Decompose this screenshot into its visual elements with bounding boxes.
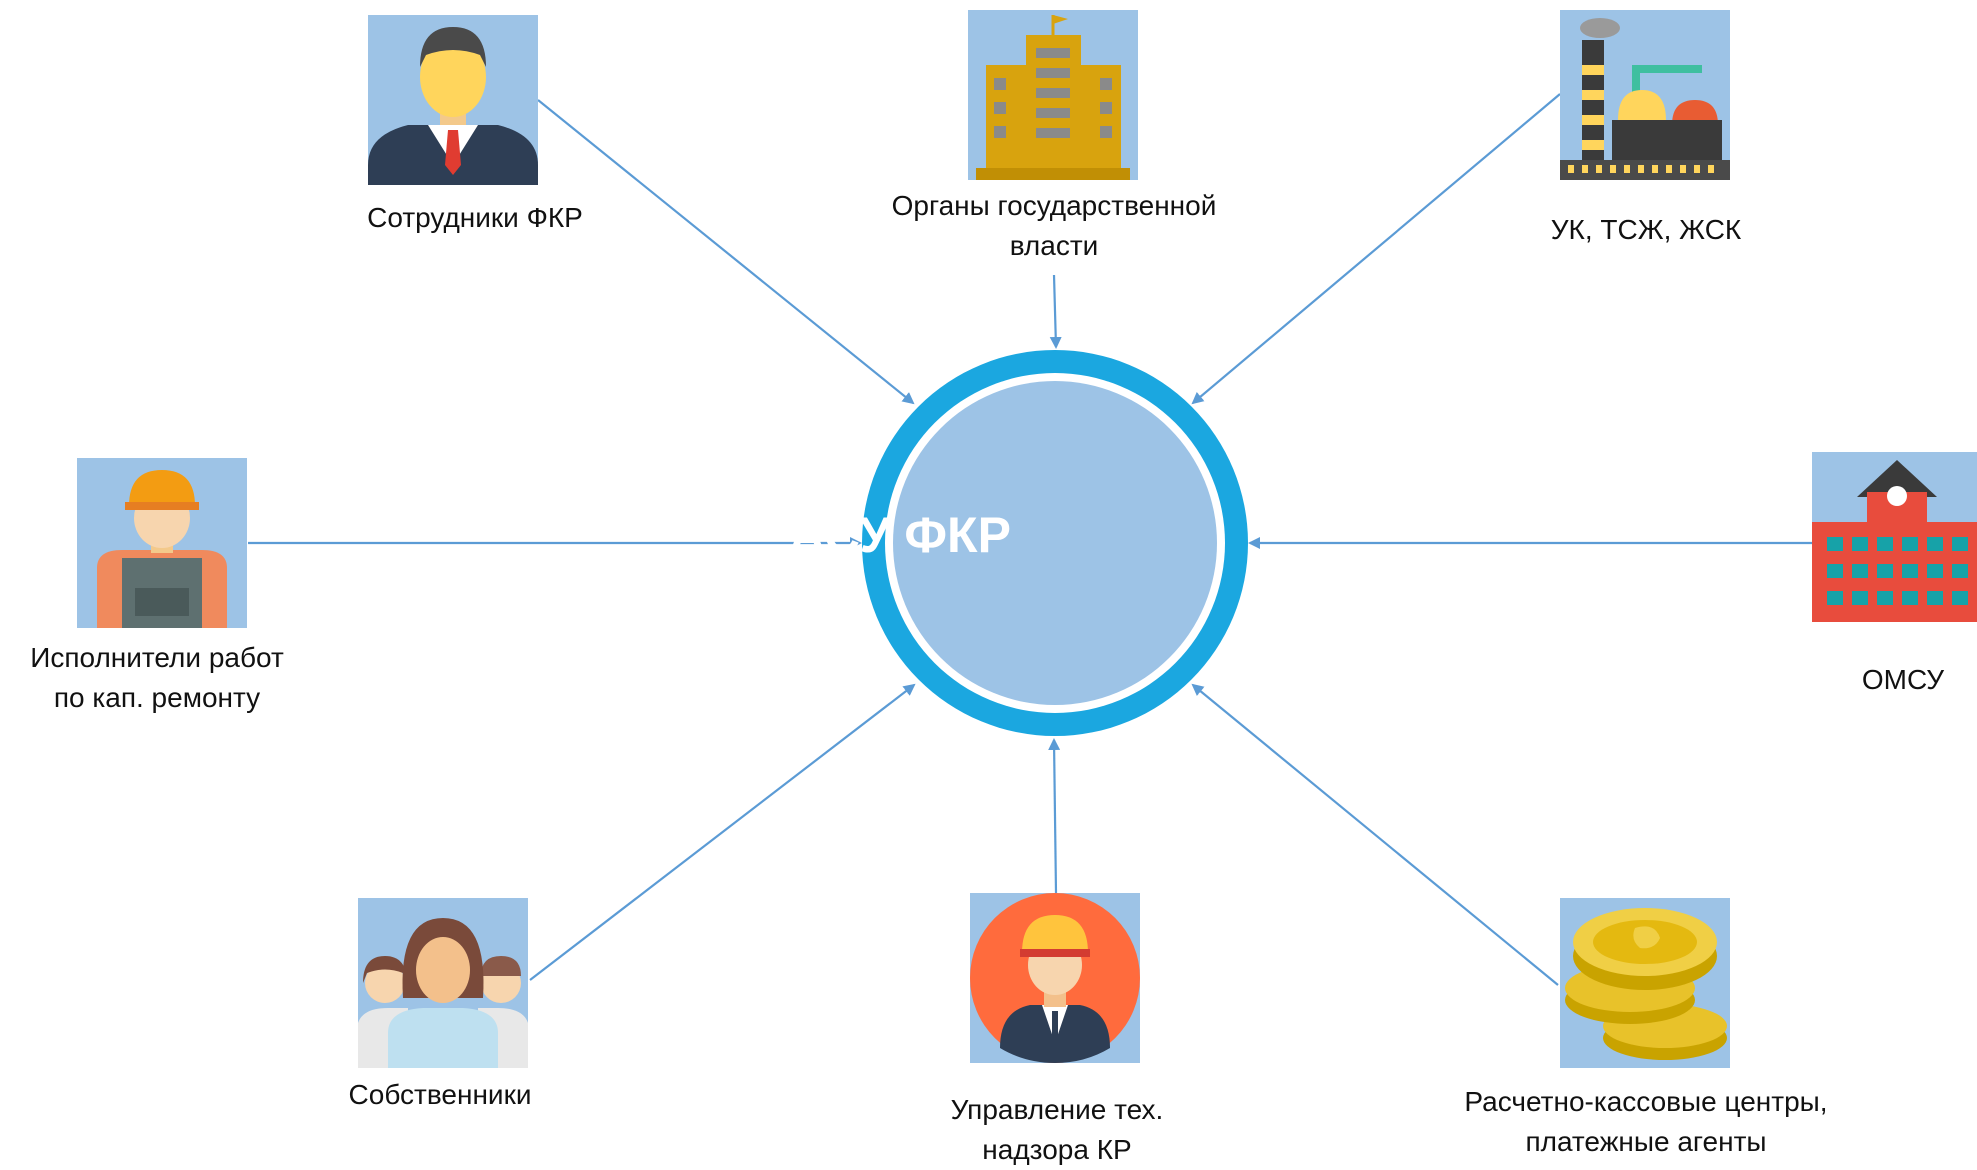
node-label-omsu: ОМСУ [1862, 660, 1944, 700]
label-line: власти [1009, 230, 1099, 261]
label-line: Органы государственной [891, 190, 1217, 221]
label-line: Сотрудники ФКР [367, 202, 583, 233]
coins-icon [1560, 898, 1730, 1068]
businessman-icon [368, 15, 538, 185]
inspector-icon [970, 893, 1140, 1063]
label-line: УК, ТСЖ, ЖСК [1550, 214, 1742, 245]
label-line: ОМСУ [1861, 664, 1945, 695]
node-label-owners: Собственники [349, 1075, 532, 1115]
node-label-payment: Расчетно-кассовые центры, платежные аген… [1464, 1082, 1827, 1162]
label-line: платежные агенты [1525, 1126, 1767, 1157]
arrow-employees [537, 99, 915, 405]
label-line: Исполнители работ [30, 642, 284, 673]
arrow-owners [529, 683, 916, 981]
central-hub [862, 350, 1248, 736]
people-group-icon [358, 898, 528, 1068]
node-label-contractors: Исполнители работ по кап. ремонту [30, 638, 284, 718]
arrow-payment [1191, 683, 1559, 986]
arrow-government [1049, 274, 1062, 349]
node-label-supervision: Управление тех. надзора КР [951, 1090, 1164, 1170]
factory-icon [1560, 10, 1730, 180]
municipal-building-icon [1812, 452, 1977, 622]
arrow-supervision [1048, 738, 1061, 894]
system-title: АСУ ФКР [789, 507, 1011, 563]
government-building-icon [968, 10, 1138, 180]
node-label-government: Органы государственной власти [892, 186, 1217, 266]
node-label-employees: Сотрудники ФКР [367, 198, 583, 238]
label-line: по кап. ремонту [53, 682, 261, 713]
label-line: Управление тех. [950, 1094, 1164, 1125]
node-label-management: УК, ТСЖ, ЖСК [1551, 210, 1741, 250]
label-line: надзора КР [982, 1134, 1132, 1165]
label-line: Собственники [348, 1079, 532, 1110]
label-line: Расчетно-кассовые центры, [1464, 1086, 1828, 1117]
connector-arrows [248, 93, 1812, 986]
arrow-management [1191, 93, 1561, 405]
construction-worker-icon [77, 458, 247, 628]
